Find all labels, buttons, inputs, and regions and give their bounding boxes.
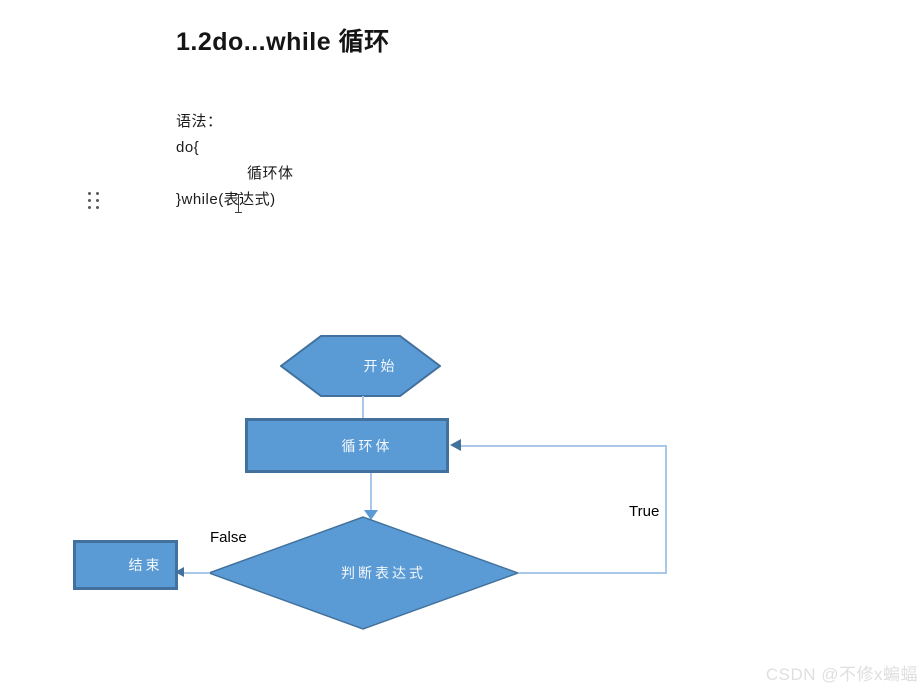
diamond-shape xyxy=(206,516,521,630)
arrowhead-left-icon xyxy=(450,439,461,451)
syntax-line: 循环体 xyxy=(247,165,294,182)
loop-body-node: 循环体 xyxy=(245,418,449,473)
syntax-block: 语法： do{ 循环体 }while(表达式) xyxy=(176,109,294,213)
drag-handle-icon[interactable] xyxy=(88,192,106,212)
hexagon-shape xyxy=(279,335,442,397)
connector-true-top xyxy=(459,445,667,447)
connector-false xyxy=(181,572,210,574)
connector-true-bottom xyxy=(518,572,667,574)
syntax-line: }while(表达式) xyxy=(176,191,276,208)
watermark: CSDN @不修x蝙蝠 xyxy=(765,665,918,684)
syntax-line: 语法： xyxy=(176,113,223,130)
true-edge-label: True xyxy=(629,503,660,520)
false-edge-label: False xyxy=(210,529,247,546)
text-cursor-icon xyxy=(234,194,243,213)
syntax-line: do{ xyxy=(176,139,200,156)
connector-true-vertical xyxy=(665,445,667,574)
arrowhead-down-icon xyxy=(364,510,378,520)
arrowhead-left-icon xyxy=(175,567,184,577)
page-title: 1.2do...while 循环 xyxy=(176,28,390,56)
flowchart-image[interactable]: 开始 循环体 判断表达式 结束 False True xyxy=(60,330,700,650)
connector-loop-condition xyxy=(370,473,372,510)
loop-body-node-label: 循环体 xyxy=(341,437,393,454)
connector-start-loop xyxy=(362,396,364,418)
condition-node: 判断表达式 xyxy=(206,516,521,630)
end-node: 结束 xyxy=(73,540,178,590)
end-node-label: 结束 xyxy=(128,557,163,573)
start-node: 开始 xyxy=(279,335,442,397)
